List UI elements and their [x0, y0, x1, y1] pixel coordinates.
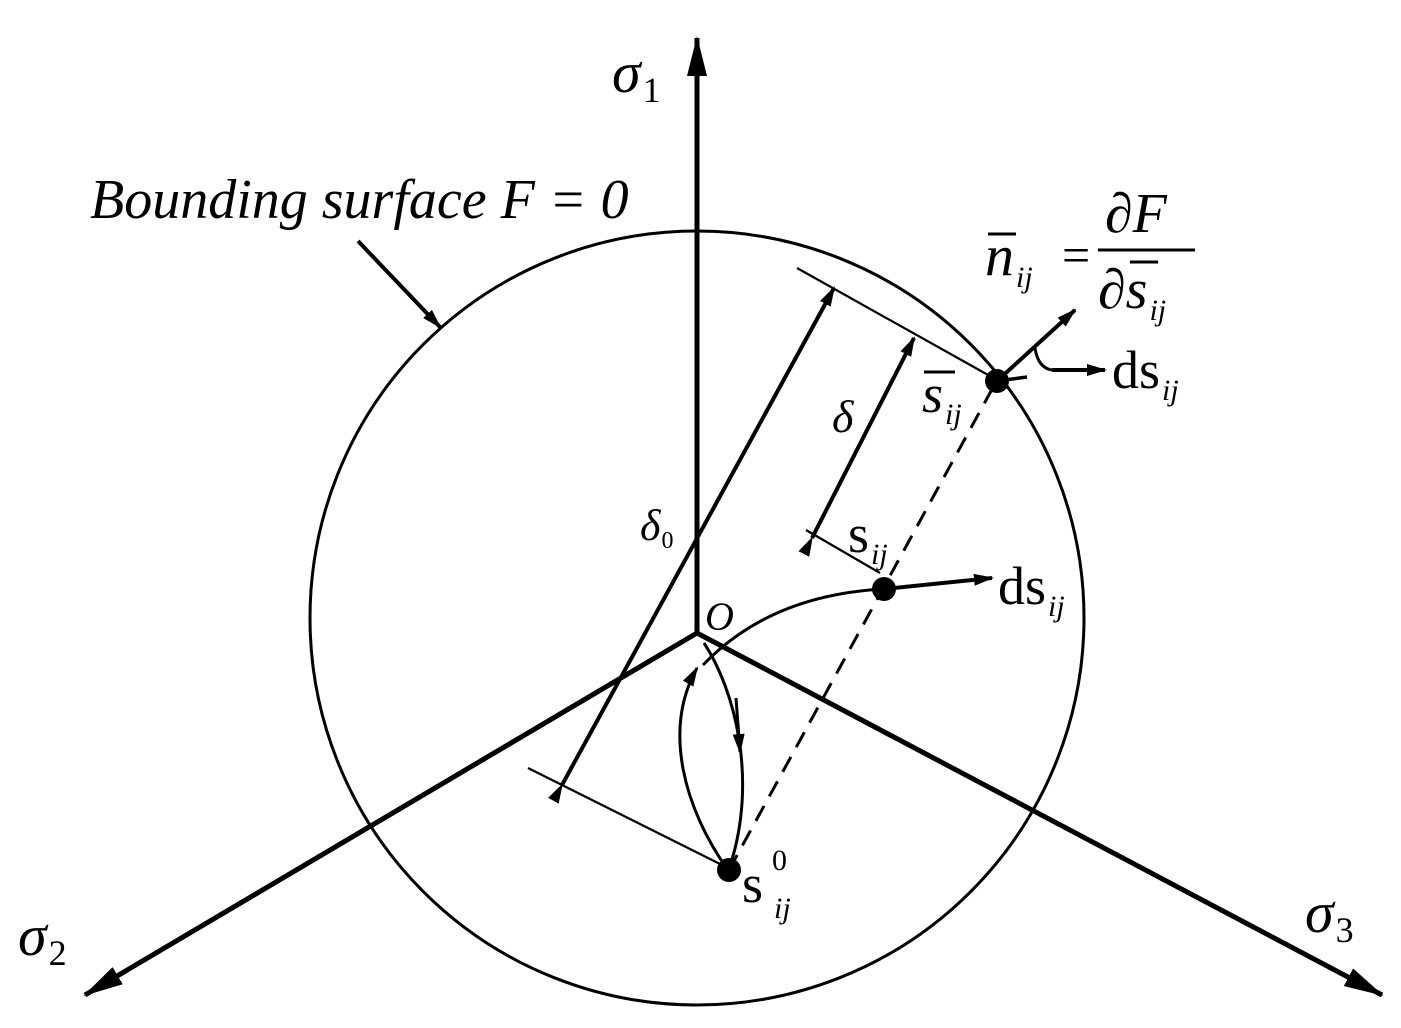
s0-sub-label: ij: [774, 892, 791, 925]
normal-numerator: ∂F: [1105, 183, 1168, 245]
s-bar-label: sij: [922, 364, 962, 431]
bounding-surface-pointer-arrow: [356, 239, 442, 329]
normal-equals: =: [1062, 227, 1090, 283]
ds-lower-label: dsij: [998, 556, 1065, 623]
origin-label: O: [705, 594, 734, 639]
s0-point: [717, 858, 741, 882]
delta0-label: δ0: [640, 501, 673, 554]
stress-path-curve: [701, 587, 885, 667]
s-bar-point: [985, 369, 1009, 393]
normal-denominator: ∂sij: [1098, 259, 1166, 327]
bounding-surface-label: Bounding surface F = 0: [90, 169, 629, 231]
loading-path-curve: [702, 642, 745, 867]
normal-definition-label: nij = ∂F ∂sij: [985, 183, 1195, 327]
s-point: [872, 577, 896, 601]
s0-base-label: s: [742, 854, 763, 914]
sigma2-axis: [83, 630, 699, 998]
s-label: sij: [848, 504, 888, 571]
normal-ds-angle-arc: [1033, 347, 1053, 372]
delta0-double-arrow: [548, 286, 836, 804]
dashed-radial-line: [727, 381, 998, 871]
delta0-top-tick: [796, 267, 998, 381]
s0-sup-label: 0: [772, 844, 787, 877]
unloading-path-curve: [678, 666, 730, 871]
delta-label: δ: [832, 391, 854, 442]
ds-upper-label: dsij: [1112, 340, 1179, 407]
delta-double-arrow: [798, 336, 916, 557]
ds-lower-arrow: [883, 573, 994, 591]
sigma1-label: σ1: [612, 40, 661, 110]
normal-vector-arrow: [995, 308, 1077, 383]
sigma3-axis: [695, 630, 1384, 998]
loading-path-arrow: [732, 697, 745, 754]
sigma3-label: σ3: [1305, 880, 1354, 950]
sigma2-label: σ2: [18, 903, 67, 973]
